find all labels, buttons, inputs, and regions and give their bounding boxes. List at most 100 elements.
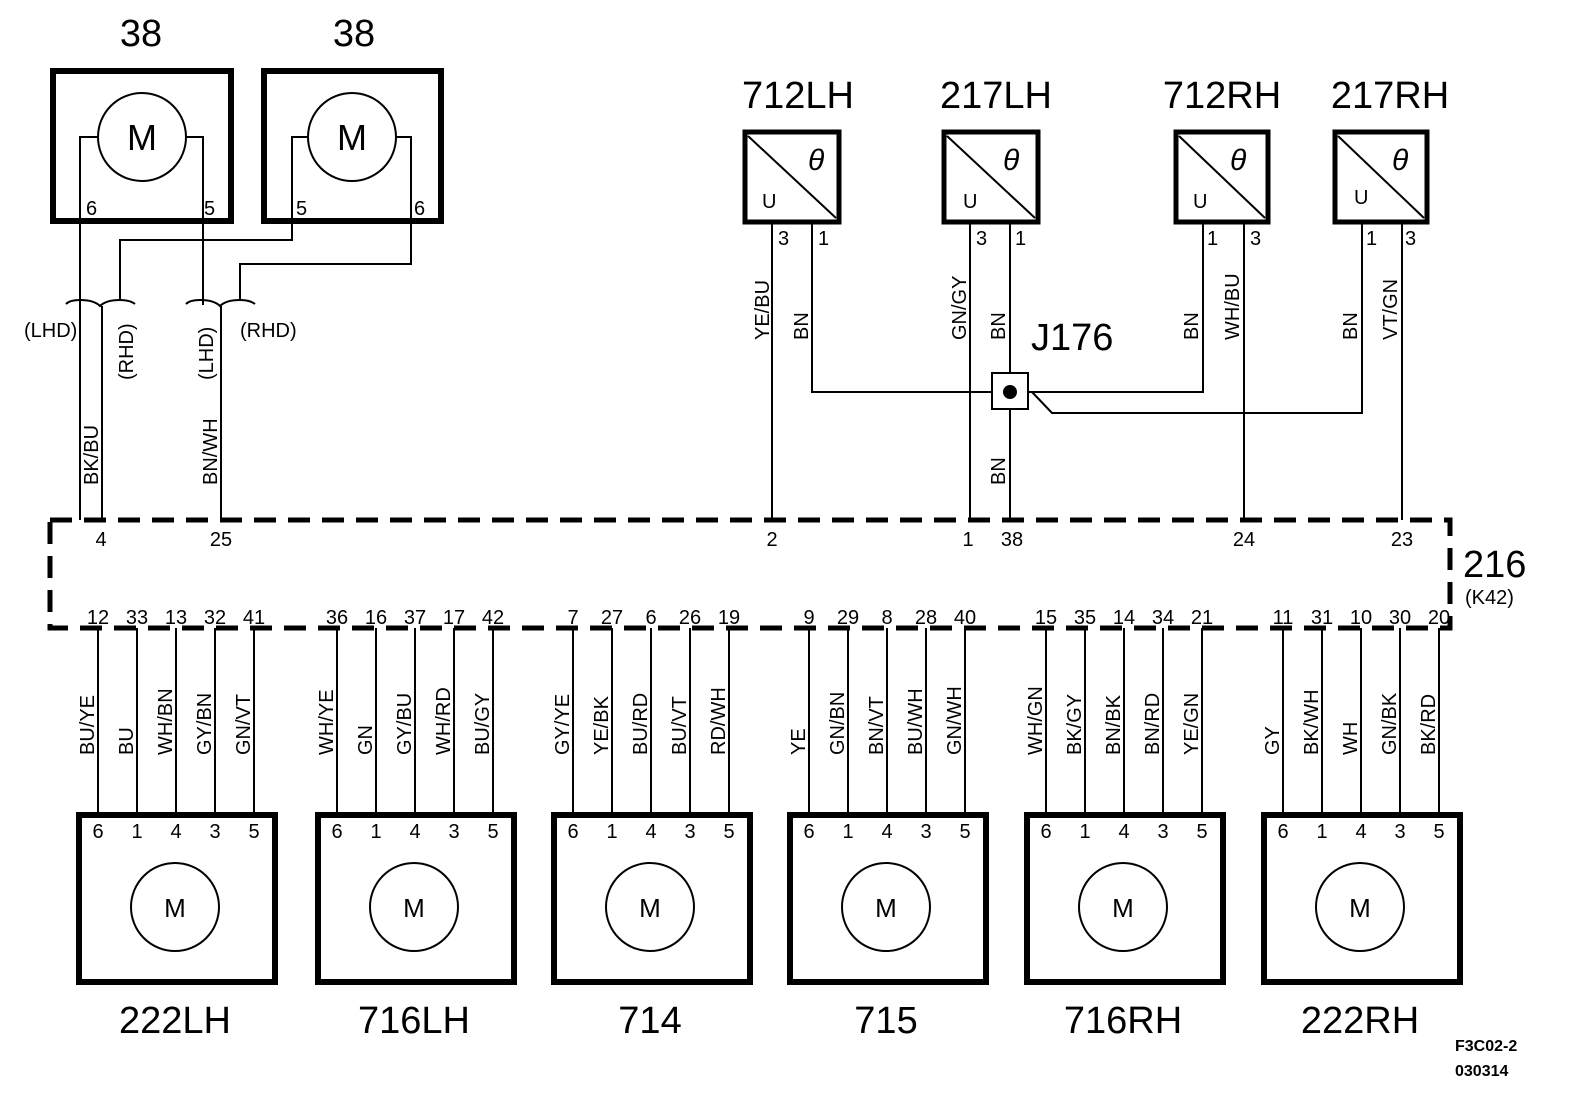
pin-label: 6: [92, 821, 103, 843]
lhd-label-vertical: (LHD): [196, 327, 218, 380]
pin-label: 1: [1207, 228, 1218, 250]
actuator-label: 716LH: [358, 1000, 470, 1042]
pin-label: 5: [296, 198, 307, 220]
actuators: M222LHBU/YE6BU1WH/BN4GY/BN3GN/VT5M716LHW…: [76, 628, 1463, 1042]
pin-label: 30: [1389, 607, 1411, 629]
theta-symbol: θ: [808, 144, 825, 177]
pin-label: 4: [409, 821, 420, 843]
theta-symbol: θ: [1230, 144, 1247, 177]
pin-label: 5: [959, 821, 970, 843]
wire-label: YE/BK: [591, 695, 613, 755]
wire-label: BU/RD: [630, 693, 652, 755]
pin-label: 5: [723, 821, 734, 843]
pin-label: 6: [1277, 821, 1288, 843]
pin-label: 6: [331, 821, 342, 843]
sensor-217lh: 217LH θ U 3 1 GN/GY BN: [940, 75, 1052, 520]
pin-label: 35: [1074, 607, 1096, 629]
wire-label: BN: [791, 312, 813, 340]
pin-label: 5: [248, 821, 259, 843]
pin-label: 14: [1113, 607, 1135, 629]
sensor-label: 217LH: [940, 75, 1052, 117]
pin-label: 3: [1250, 228, 1261, 250]
actuator-label: 222RH: [1301, 1000, 1419, 1042]
pin-label: 6: [1040, 821, 1051, 843]
sensor-label: 217RH: [1331, 75, 1449, 117]
pin-label: 3: [448, 821, 459, 843]
pin-label: 41: [243, 607, 265, 629]
pin-label: 5: [487, 821, 498, 843]
lhd-rhd-braces: (LHD) (RHD) (RHD) (LHD) BK/BU BN/WH: [24, 298, 297, 520]
wire-label: BK/BU: [81, 425, 103, 485]
wire-label: WH/BN: [155, 688, 177, 755]
wire-label: WH/BU: [1222, 273, 1244, 340]
pin-label: 3: [684, 821, 695, 843]
wire-label: VT/GN: [1380, 279, 1402, 340]
motor-symbol: M: [875, 893, 897, 923]
pin-label: 10: [1350, 607, 1372, 629]
pin-label: 3: [1394, 821, 1405, 843]
sensor-712rh: 712RH θ U 1 3 BN WH/BU: [1028, 75, 1281, 520]
motor-38-right-label: 38: [333, 13, 375, 55]
actuator-label: 715: [854, 1000, 917, 1042]
pin-label: 3: [1157, 821, 1168, 843]
pin-label: 38: [1001, 529, 1023, 551]
pin-label: 8: [881, 607, 892, 629]
wire-label: BN: [1340, 312, 1362, 340]
wire-label: BN/BK: [1103, 694, 1125, 755]
pin-label: 1: [131, 821, 142, 843]
wire-label: BN: [988, 457, 1010, 485]
pin-label: 37: [404, 607, 426, 629]
motor-symbol: M: [1112, 893, 1134, 923]
pin-label: 19: [718, 607, 740, 629]
pin-label: 3: [778, 228, 789, 250]
actuator-label: 716RH: [1064, 1000, 1182, 1042]
pin-label: 5: [1433, 821, 1444, 843]
pin-label: 12: [87, 607, 109, 629]
pin-label: 13: [165, 607, 187, 629]
pin-label: 3: [1405, 228, 1416, 250]
pin-label: 4: [645, 821, 656, 843]
pin-label: 23: [1391, 529, 1413, 551]
pin-label: 5: [204, 198, 215, 220]
pin-label: 11: [1273, 607, 1294, 629]
pin-label: 26: [679, 607, 701, 629]
u-symbol: U: [1354, 187, 1368, 209]
wire-label: GN/BK: [1379, 692, 1401, 755]
wire-label: GN/GY: [949, 276, 971, 340]
sensor-217rh: 217RH θ U 1 3 BN VT/GN: [1031, 75, 1449, 520]
junction-j176: J176 BN: [988, 317, 1113, 485]
junction-label: J176: [1031, 317, 1113, 359]
pin-label: 4: [881, 821, 892, 843]
wire-label: BU/GY: [472, 693, 494, 755]
wire-label: GY/YE: [552, 694, 574, 755]
wire-label: YE/GN: [1181, 693, 1203, 755]
wire-label: BN/VT: [866, 696, 888, 755]
lhd-label: (LHD): [24, 320, 77, 342]
u-symbol: U: [762, 191, 776, 213]
theta-symbol: θ: [1392, 144, 1409, 177]
sensor-712lh: 712LH θ U 3 1 YE/BU BN: [742, 75, 995, 520]
figure-code: F3C02-2: [1455, 1038, 1517, 1055]
pin-label: 6: [567, 821, 578, 843]
pin-label: 1: [842, 821, 853, 843]
wire-label: WH/RD: [433, 687, 455, 755]
pin-label: 3: [976, 228, 987, 250]
pin-label: 1: [1366, 228, 1377, 250]
wire-label: GN/BN: [827, 692, 849, 755]
wire-label: BU/YE: [77, 695, 99, 755]
pin-label: 1: [1316, 821, 1327, 843]
pin-label: 6: [86, 198, 97, 220]
pin-label: 4: [95, 529, 106, 551]
wire-label: GN/WH: [944, 686, 966, 755]
pin-label: 7: [567, 607, 578, 629]
pin-label: 4: [1355, 821, 1366, 843]
sensor-label: 712RH: [1163, 75, 1281, 117]
pin-label: 1: [1079, 821, 1090, 843]
motor-symbol: M: [127, 117, 157, 158]
u-symbol: U: [1193, 191, 1207, 213]
pin-label: 6: [803, 821, 814, 843]
pin-label: 36: [326, 607, 348, 629]
